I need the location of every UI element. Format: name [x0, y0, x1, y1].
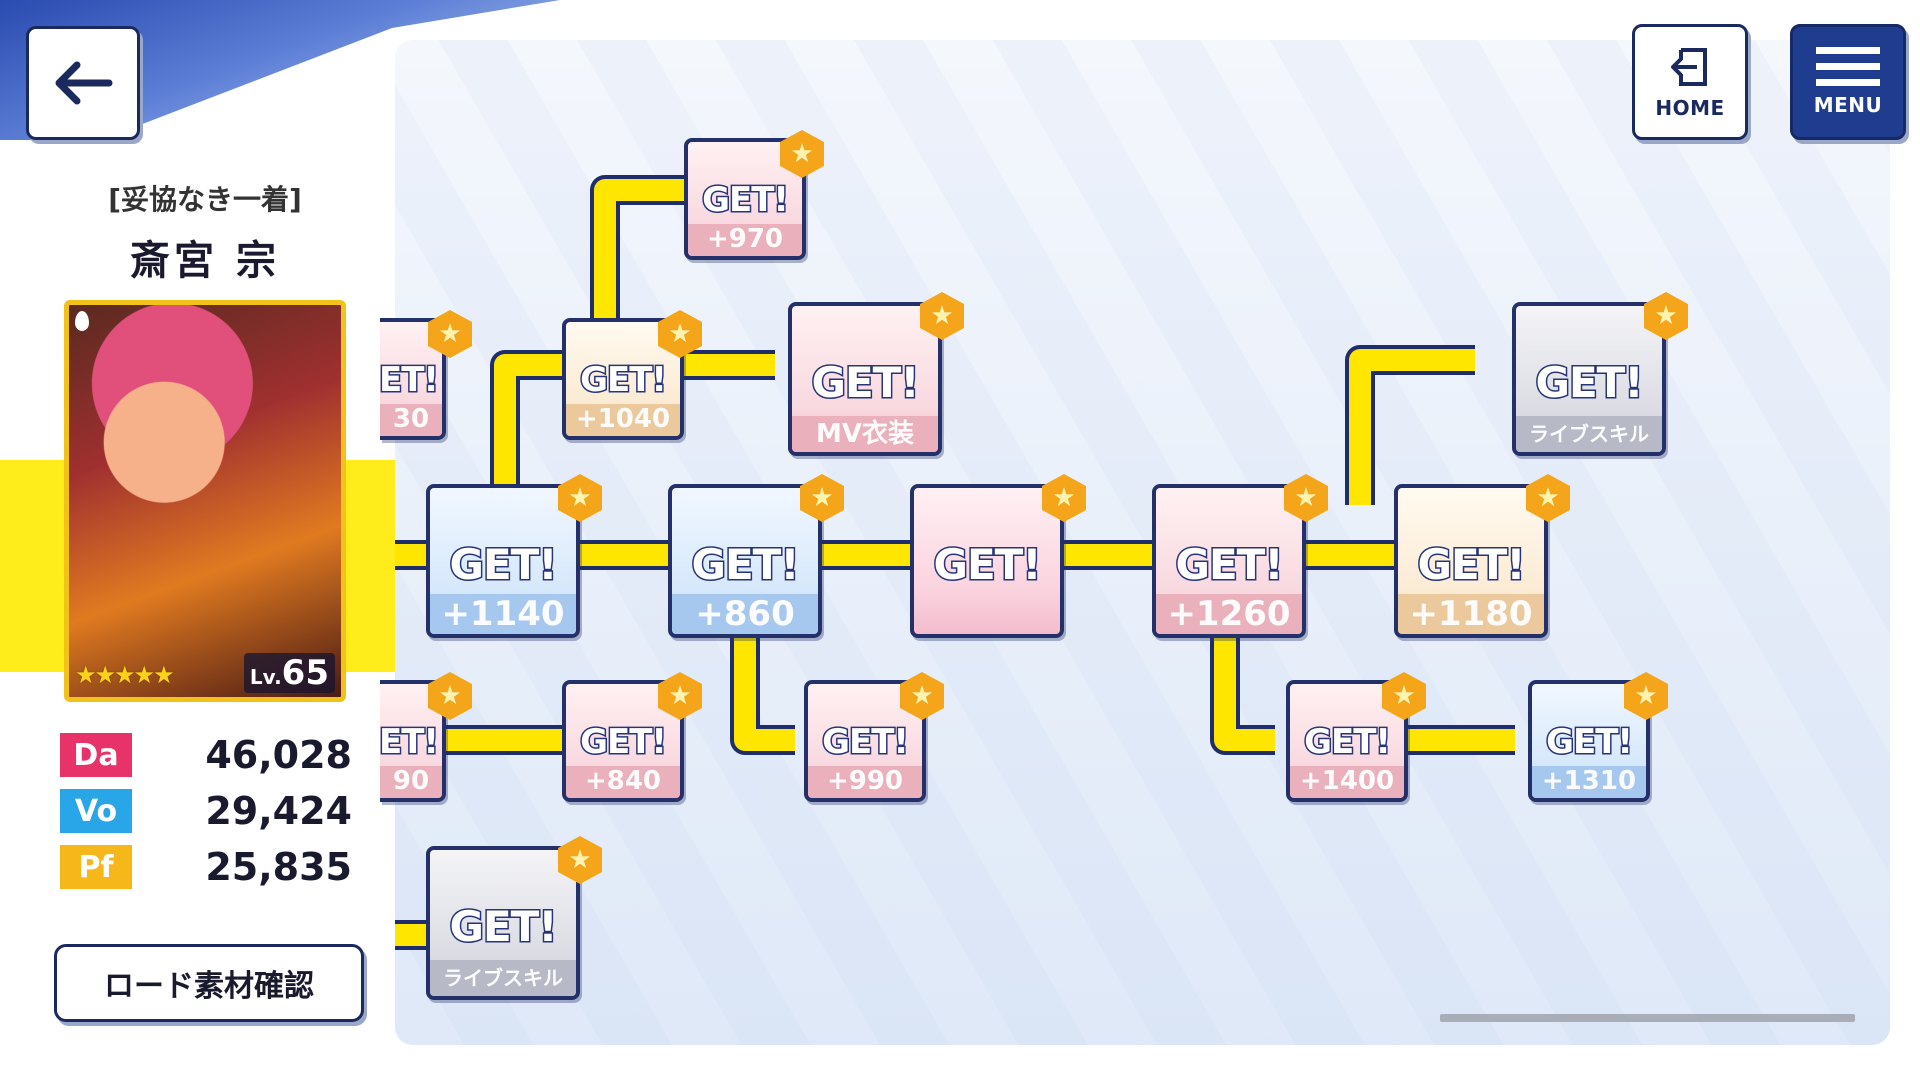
- menu-button[interactable]: MENU: [1790, 24, 1906, 140]
- road-node[interactable]: GET! ライブスキル: [1512, 292, 1688, 456]
- star-badge-icon: [1284, 474, 1328, 522]
- node-tile: GET! +990: [804, 680, 926, 802]
- node-value: +860: [672, 594, 818, 634]
- get-label: GET!: [1416, 539, 1527, 591]
- stat-value-pf: 25,835: [205, 845, 352, 889]
- get-label: GET!: [448, 539, 559, 591]
- attribute-drop-icon: [75, 311, 89, 331]
- get-label: GET!: [448, 901, 559, 953]
- road-node[interactable]: GET! MV衣装: [788, 292, 964, 456]
- road-node[interactable]: GET! +1140: [426, 474, 602, 638]
- node-value: +1400: [1290, 766, 1404, 798]
- get-label: GET!: [932, 539, 1043, 591]
- node-value: +970: [688, 224, 802, 256]
- node-value: ライブスキル: [1516, 416, 1662, 452]
- home-exit-icon: [1671, 48, 1707, 86]
- road-node[interactable]: GET! ライブスキル: [426, 836, 602, 1000]
- road-node[interactable]: GET! 30: [380, 310, 472, 440]
- level-prefix: Lv.: [249, 665, 282, 689]
- star-badge-icon: [1382, 672, 1426, 720]
- home-button[interactable]: HOME: [1632, 24, 1748, 140]
- get-label: GET!: [690, 539, 801, 591]
- node-tile: GET! ライブスキル: [426, 846, 580, 1000]
- stat-row-vo: Vo 29,424: [60, 788, 352, 834]
- road-node[interactable]: GET! +1180: [1394, 474, 1570, 638]
- menu-label: MENU: [1813, 93, 1883, 117]
- get-label: GET!: [380, 721, 440, 764]
- node-value: +1140: [430, 594, 576, 634]
- node-tile: GET! +1040: [562, 318, 684, 440]
- node-value: 30: [380, 404, 442, 436]
- road-material-check-button[interactable]: ロード素材確認: [54, 944, 364, 1022]
- star-badge-icon: [1042, 474, 1086, 522]
- hamburger-icon: [1816, 47, 1880, 86]
- get-label: GET!: [1545, 721, 1635, 764]
- node-tile: GET! +1180: [1394, 484, 1548, 638]
- road-node[interactable]: GET! 90: [380, 672, 472, 802]
- node-value: 90: [380, 766, 442, 798]
- card-level: Lv.65: [243, 653, 335, 693]
- road-node[interactable]: GET! +1260: [1152, 474, 1328, 638]
- get-label: GET!: [701, 179, 791, 222]
- node-tile: GET! +1260: [1152, 484, 1306, 638]
- stat-row-da: Da 46,028: [60, 732, 352, 778]
- star-badge-icon: [428, 672, 472, 720]
- road-node[interactable]: GET! +970: [684, 130, 824, 260]
- star-badge-icon: [428, 310, 472, 358]
- node-tile: GET! ライブスキル: [1512, 302, 1666, 456]
- card-portrait[interactable]: ★★★★★ Lv.65: [64, 300, 346, 702]
- stat-badge-da: Da: [60, 733, 132, 777]
- star-badge-icon: [1644, 292, 1688, 340]
- stat-badge-vo: Vo: [60, 789, 132, 833]
- road-paths: [395, 175, 1515, 950]
- node-tile: GET!: [910, 484, 1064, 638]
- road-node[interactable]: GET! +1040: [562, 310, 702, 440]
- road-node[interactable]: GET! +1400: [1286, 672, 1426, 802]
- get-label: GET!: [821, 721, 911, 764]
- get-label: GET!: [579, 721, 669, 764]
- road-node[interactable]: GET!: [910, 474, 1086, 638]
- node-value: +1040: [566, 404, 680, 436]
- node-value: +1260: [1156, 594, 1302, 634]
- node-value: +990: [808, 766, 922, 798]
- get-label: GET!: [380, 359, 440, 402]
- node-tile: GET! +1140: [426, 484, 580, 638]
- road-map-panel[interactable]: [395, 40, 1890, 1045]
- level-value: 65: [281, 653, 329, 693]
- node-tile: GET! +1310: [1528, 680, 1650, 802]
- stat-row-pf: Pf 25,835: [60, 844, 352, 890]
- node-tile: GET! +840: [562, 680, 684, 802]
- node-value: ライブスキル: [430, 960, 576, 996]
- node-value: MV衣装: [792, 416, 938, 452]
- stat-badge-pf: Pf: [60, 845, 132, 889]
- node-value: +1310: [1532, 766, 1646, 798]
- road-node[interactable]: GET! +990: [804, 672, 944, 802]
- stat-value-da: 46,028: [205, 733, 352, 777]
- road-node[interactable]: GET! +860: [668, 474, 844, 638]
- home-label: HOME: [1655, 96, 1725, 120]
- road-node[interactable]: GET! +840: [562, 672, 702, 802]
- stat-value-vo: 29,424: [205, 789, 352, 833]
- node-tile: GET! +970: [684, 138, 806, 260]
- star-badge-icon: [1526, 474, 1570, 522]
- horizontal-scrollbar[interactable]: [1440, 1014, 1855, 1022]
- get-label: GET!: [1534, 357, 1645, 409]
- get-label: GET!: [1174, 539, 1285, 591]
- node-tile: GET! MV衣装: [788, 302, 942, 456]
- character-name: 斎宮 宗: [130, 238, 280, 284]
- node-value: +840: [566, 766, 680, 798]
- node-tile: GET! +860: [668, 484, 822, 638]
- back-button[interactable]: [26, 26, 140, 140]
- node-value: +1180: [1398, 594, 1544, 634]
- rarity-stars: ★★★★★: [75, 661, 175, 689]
- star-badge-icon: [1624, 672, 1668, 720]
- back-arrow-icon: [55, 61, 113, 105]
- get-label: GET!: [1303, 721, 1393, 764]
- get-label: GET!: [579, 359, 669, 402]
- card-title: [妥協なき一着]: [108, 183, 302, 216]
- get-label: GET!: [810, 357, 921, 409]
- road-node[interactable]: GET! +1310: [1528, 672, 1668, 802]
